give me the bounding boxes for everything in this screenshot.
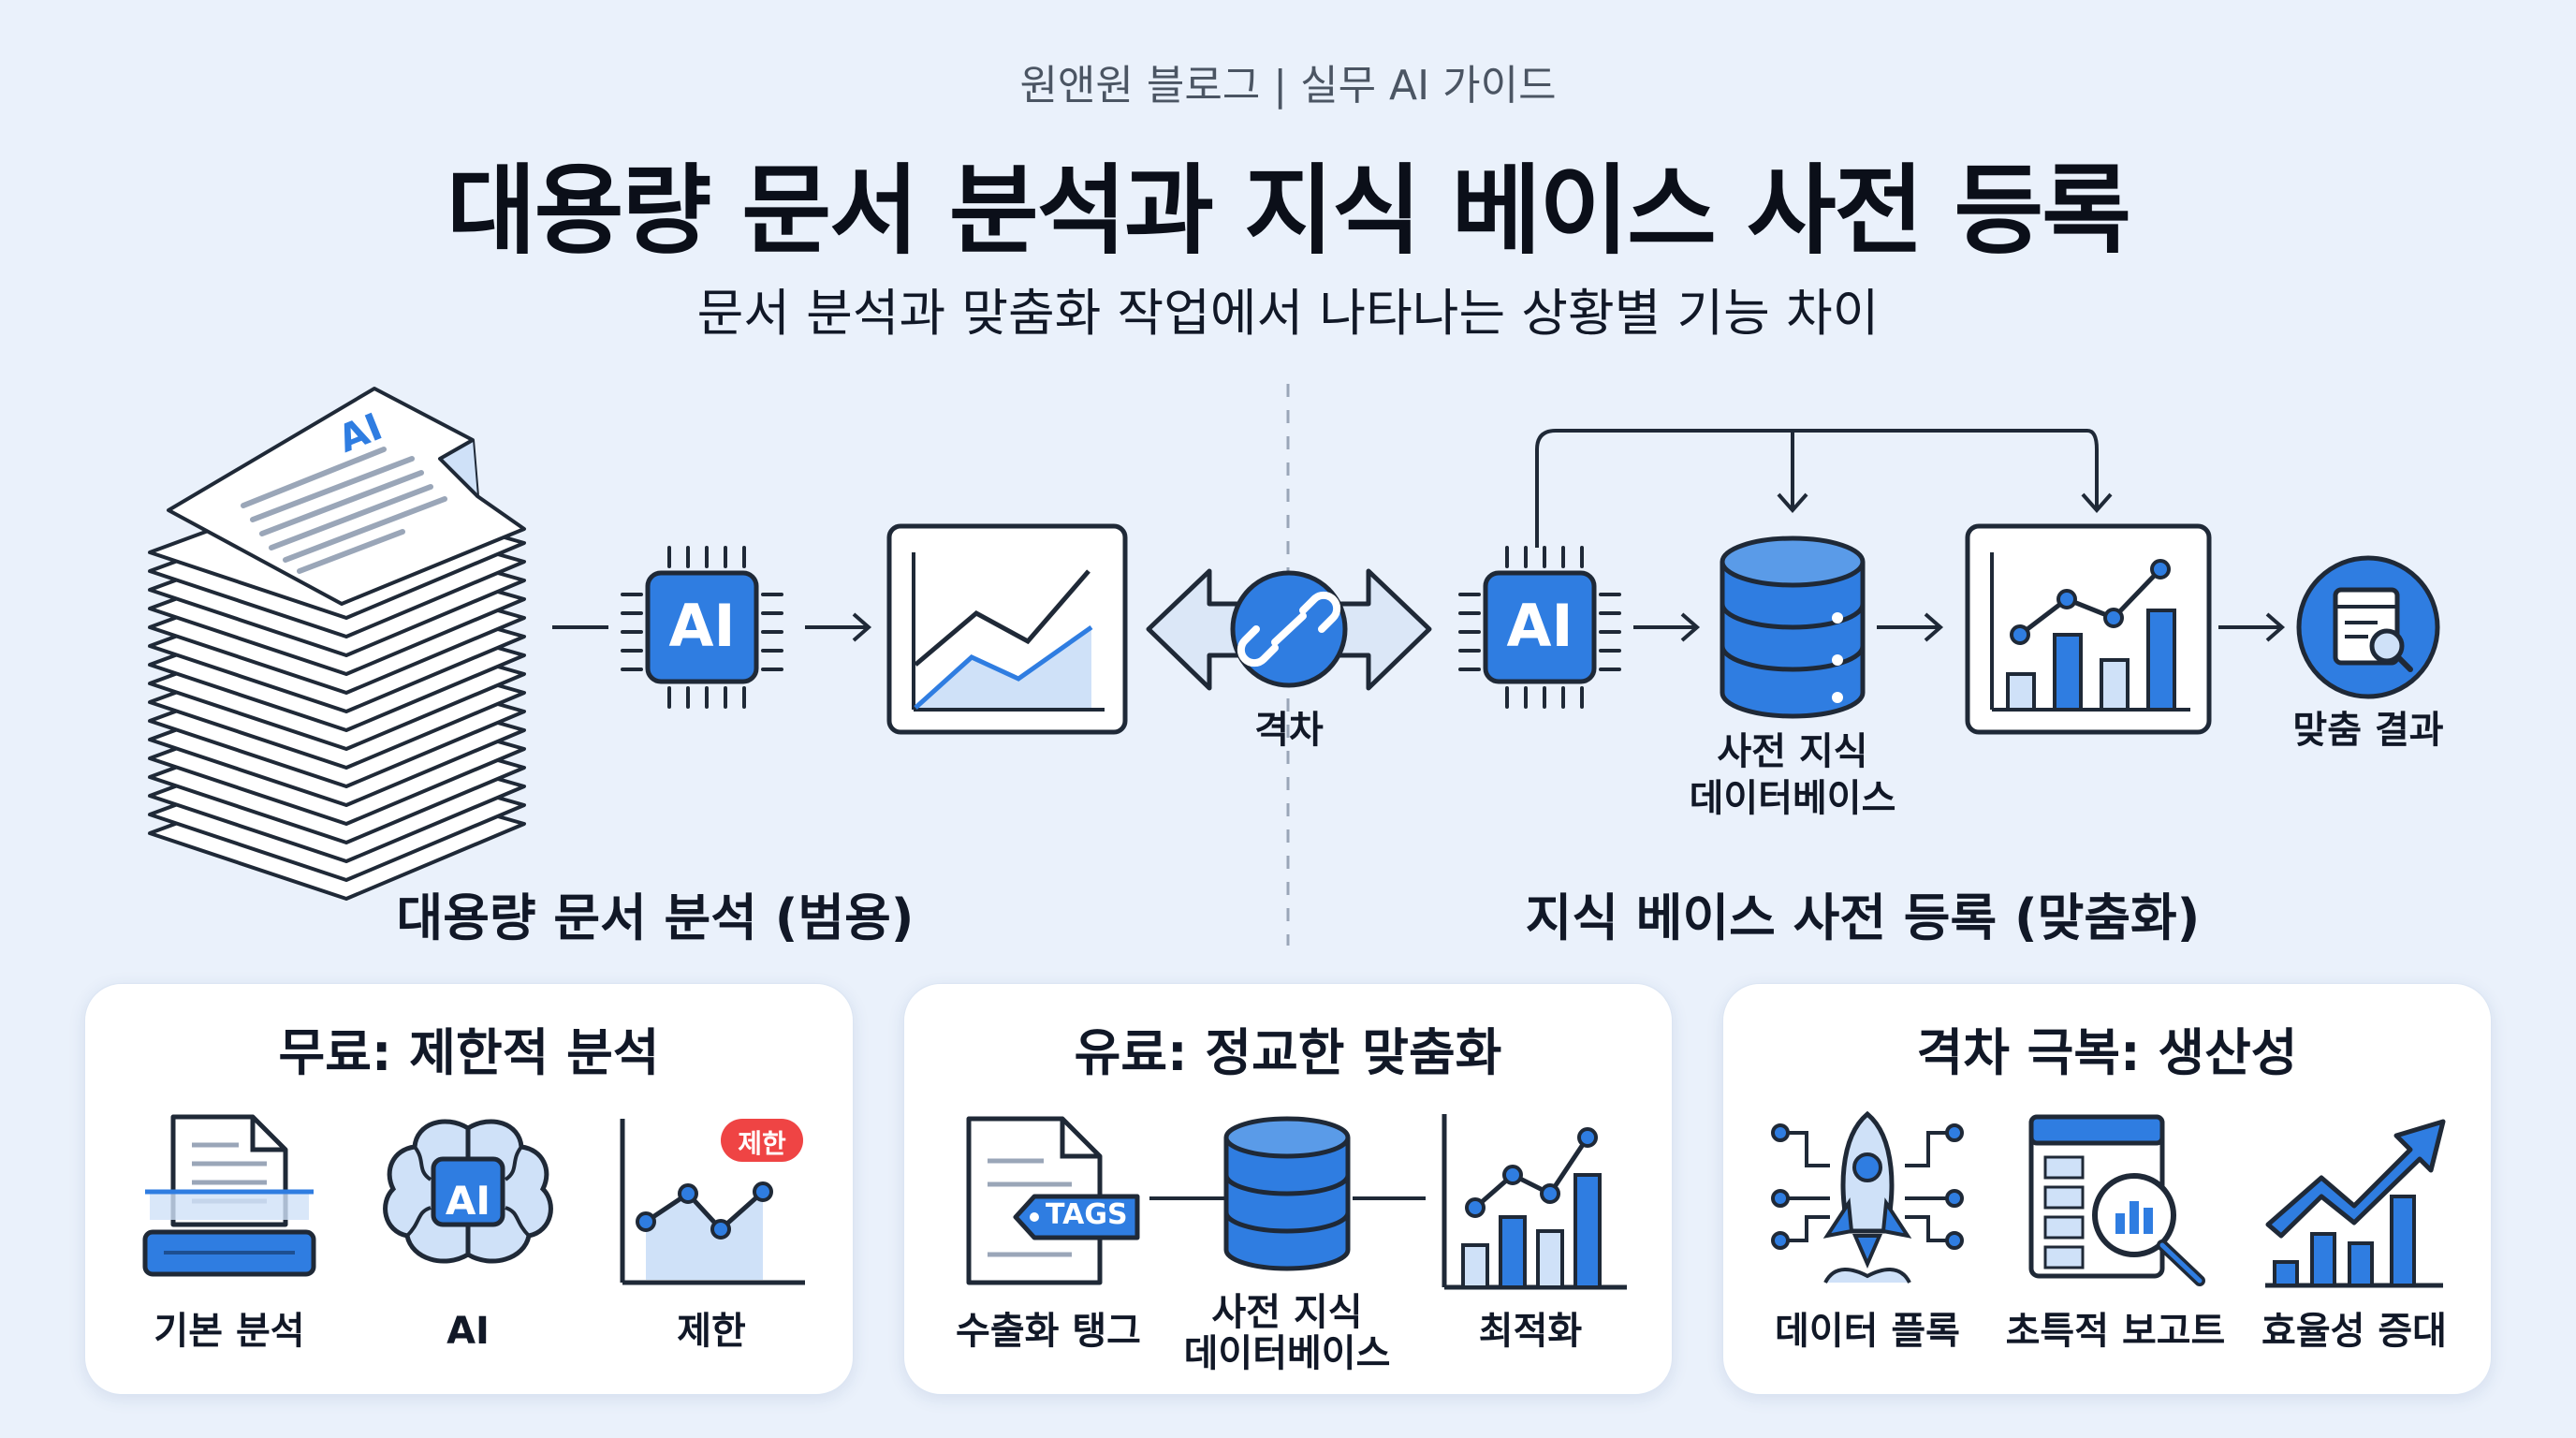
left-caption: 대용량 문서 분석 (범용) xyxy=(396,888,915,947)
tags-badge: TAGS xyxy=(1046,1198,1128,1231)
optimization-chart-icon xyxy=(1442,1114,1627,1290)
brain-ai-badge: AI xyxy=(445,1178,491,1224)
gap-label: 격차 xyxy=(1254,709,1324,752)
scanner-document-icon xyxy=(142,1114,316,1277)
ai-chip-label: AI xyxy=(668,592,736,660)
limited-chart-icon xyxy=(620,1119,805,1285)
brain-ai-icon xyxy=(383,1119,553,1264)
ai-chip-icon-2 xyxy=(1458,546,1621,709)
page-subtitle: 문서 분석과 맞춤화 작업에서 나타나는 상황별 기능 차이 xyxy=(696,284,1880,343)
database-icon xyxy=(1720,536,1866,719)
document-stack-icon xyxy=(148,387,526,901)
bar-line-chart-icon xyxy=(1965,523,2212,735)
ai-chip-label-2: AI xyxy=(1506,592,1573,660)
arrow-right-icon-4 xyxy=(2218,612,2286,642)
limit-badge: 제한 xyxy=(738,1128,786,1159)
gap-item-data-flow: 데이터 플록 xyxy=(1775,1310,1960,1353)
free-item-limit: 제한 xyxy=(677,1310,746,1353)
free-item-ai: AI xyxy=(446,1310,490,1353)
paid-item-optimization: 최적화 xyxy=(1478,1310,1583,1353)
arrow-right-icon-2 xyxy=(1633,612,1701,642)
kb-label: 사전 지식 데이터베이스 xyxy=(1689,730,1896,820)
ai-chip-icon xyxy=(621,546,783,709)
gap-item-efficiency: 효율성 증대 xyxy=(2261,1310,2447,1353)
custom-result-icon xyxy=(2296,555,2440,699)
gap-double-arrow-icon xyxy=(1146,568,1432,691)
rocket-data-icon xyxy=(1771,1110,1964,1284)
free-item-basic-analysis: 기본 분석 xyxy=(154,1310,305,1353)
gap-item-report: 초특적 보고트 xyxy=(2005,1310,2226,1353)
arrow-right-icon-3 xyxy=(1877,612,1944,642)
panel-free-title: 무료: 제한적 분석 xyxy=(278,1023,660,1082)
connector-line-2 xyxy=(1149,1196,1224,1200)
panel-gap-title: 격차 극복: 생산성 xyxy=(1916,1023,2298,1082)
efficiency-growth-icon xyxy=(2265,1119,2446,1288)
result-label: 맞춤 결과 xyxy=(2292,709,2444,752)
feedback-loop-arrows xyxy=(1535,429,2113,548)
connector-line-3 xyxy=(1353,1196,1426,1200)
line-chart-icon xyxy=(886,523,1128,735)
connector-line xyxy=(552,625,608,629)
page-title: 대용량 문서 분석과 지식 베이스 사전 등록 xyxy=(446,154,2131,268)
blog-brand: 원앤원 블로그 | 실무 AI 가이드 xyxy=(1019,62,1557,110)
paid-item-kb: 사전 지식 데이터베이스 xyxy=(1183,1291,1391,1375)
report-magnifier-icon xyxy=(2028,1114,2205,1286)
database-icon-2 xyxy=(1223,1116,1351,1271)
arrow-right-icon xyxy=(805,612,872,642)
paid-item-tags: 수출화 탱그 xyxy=(956,1310,1141,1353)
right-caption: 지식 베이스 사전 등록 (맞춤화) xyxy=(1525,888,2201,947)
tagged-document-icon xyxy=(966,1116,1140,1285)
panel-paid-title: 유료: 정교한 맞춤화 xyxy=(1074,1023,1502,1082)
